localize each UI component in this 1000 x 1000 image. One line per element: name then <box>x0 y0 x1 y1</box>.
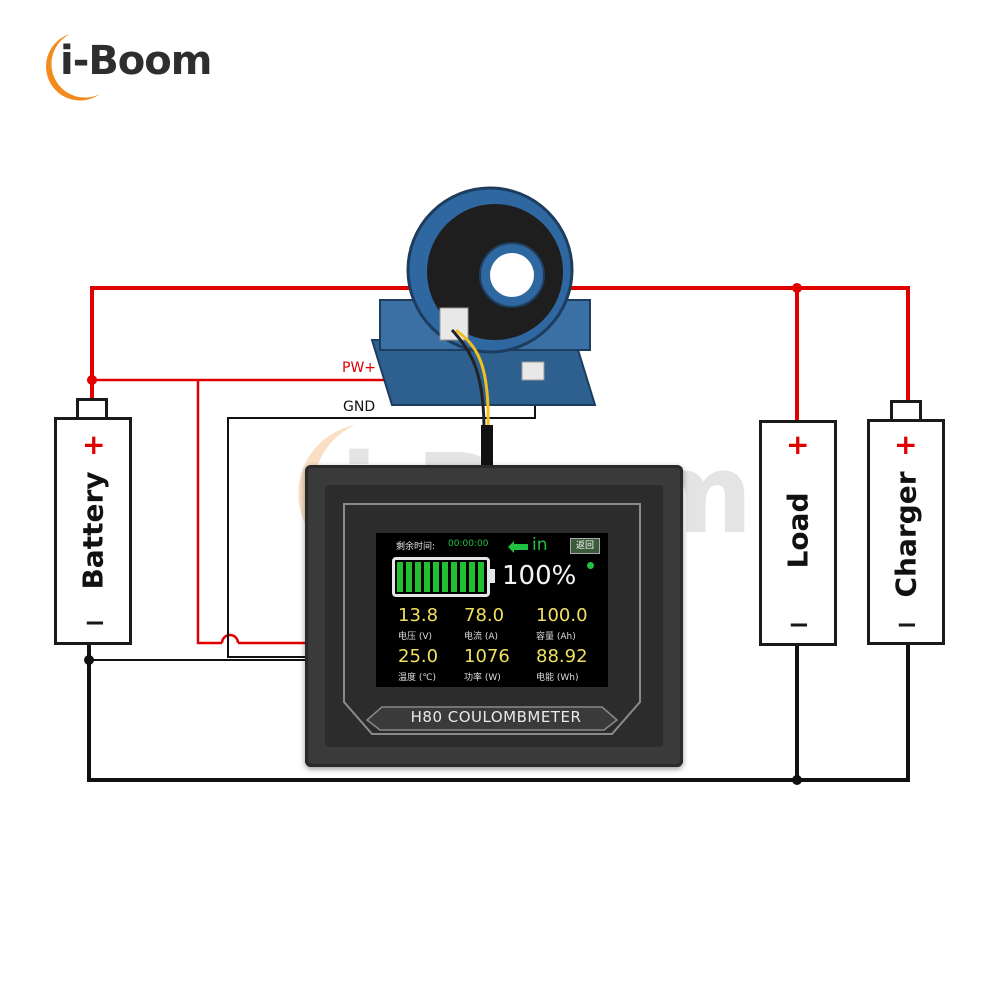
reading-label: 电能 (Wh) <box>536 673 579 683</box>
reading-label: 功率 (W) <box>464 673 501 683</box>
battery-percent: 100% <box>502 561 577 591</box>
battery-gauge-segment <box>397 562 403 592</box>
load-minus-sign: − <box>788 610 810 640</box>
reading-value: 88.92 <box>536 646 588 667</box>
meter-model-label: H80 COULOMBMETER <box>410 708 582 726</box>
charger-plus-sign: + <box>894 428 918 461</box>
battery-plus-sign: + <box>82 428 106 461</box>
junction-dot <box>87 375 97 385</box>
meter-bezel-outline <box>343 503 641 735</box>
wire-crossover <box>220 633 240 644</box>
negative-bus-wire <box>87 645 910 782</box>
meter-screen: 剩余时间: 00:00:00 in 返回 100% 13.8 电压 (V) 78.0… <box>376 533 608 687</box>
remaining-time-label: 剩余时间: <box>396 542 436 552</box>
battery-gauge-segment <box>442 562 448 592</box>
junction-dot <box>84 655 94 665</box>
battery-gauge-segment <box>478 562 484 592</box>
charger-minus-sign: − <box>896 610 918 640</box>
junction-dot <box>792 283 802 293</box>
charge-direction-arrow-icon <box>508 541 528 553</box>
battery-cell <box>54 417 132 645</box>
charger-label: Charger <box>889 471 923 598</box>
battery-label: Battery <box>76 471 110 590</box>
junction-dot <box>792 775 802 785</box>
gnd-label: GND <box>343 399 376 415</box>
battery-gauge-segment <box>406 562 412 592</box>
pw-plus-wire-drop <box>196 380 222 645</box>
load-label: Load <box>781 492 815 569</box>
reading-label: 温度 (℃) <box>398 673 436 683</box>
status-led-icon <box>587 562 594 569</box>
reading-label: 容量 (Ah) <box>536 632 576 642</box>
battery-gauge-segment <box>460 562 466 592</box>
logo-text: i-Boom <box>60 38 212 84</box>
battery-gauge-tip <box>490 569 495 583</box>
reading-label: 电压 (V) <box>398 632 433 642</box>
reading-value: 13.8 <box>398 605 439 626</box>
battery-gauge-fill <box>397 562 485 592</box>
battery-gauge-segment <box>415 562 421 592</box>
charger-cell <box>867 419 945 645</box>
load-plus-sign: + <box>786 428 810 461</box>
hall-current-sensor <box>370 186 597 465</box>
back-button[interactable]: 返回 <box>570 538 600 554</box>
charge-direction-text: in <box>532 535 548 555</box>
battery-gauge-segment <box>469 562 475 592</box>
reading-value: 78.0 <box>464 605 505 626</box>
battery-minus-sign: − <box>84 608 106 638</box>
load-cell <box>759 420 837 646</box>
battery-gauge-icon <box>392 557 490 597</box>
reading-value: 1076 <box>464 646 510 667</box>
battery-gauge-segment <box>424 562 430 592</box>
battery-gauge-segment <box>433 562 439 592</box>
reading-value: 100.0 <box>536 605 588 626</box>
remaining-time-value: 00:00:00 <box>448 539 489 549</box>
battery-gauge-segment <box>451 562 457 592</box>
pw-plus-label: PW+ <box>342 360 377 376</box>
reading-value: 25.0 <box>398 646 439 667</box>
reading-label: 电流 (A) <box>464 632 499 642</box>
